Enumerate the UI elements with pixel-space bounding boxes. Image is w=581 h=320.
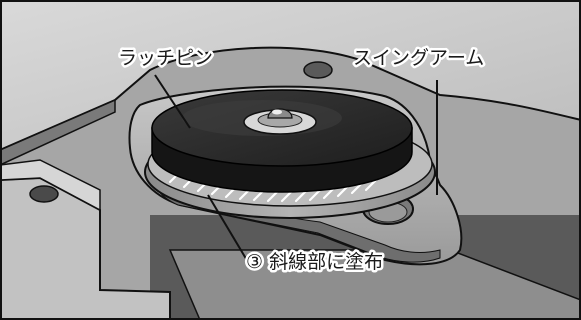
label-latch-pin: ラッチピン [118, 47, 213, 69]
hole-top-right [303, 61, 333, 79]
label-swing-arm: スイングアーム [353, 47, 484, 69]
label-apply-hatched: ③ 斜線部に塗布 [246, 250, 383, 273]
leader-latch-pin [154, 74, 191, 129]
hole-left [29, 185, 59, 203]
upper-plate-edge [0, 98, 116, 166]
center-screw-shine [272, 109, 282, 115]
leader-hatched [207, 194, 249, 263]
upper-plate [0, 0, 581, 152]
left-block-top [0, 159, 101, 212]
